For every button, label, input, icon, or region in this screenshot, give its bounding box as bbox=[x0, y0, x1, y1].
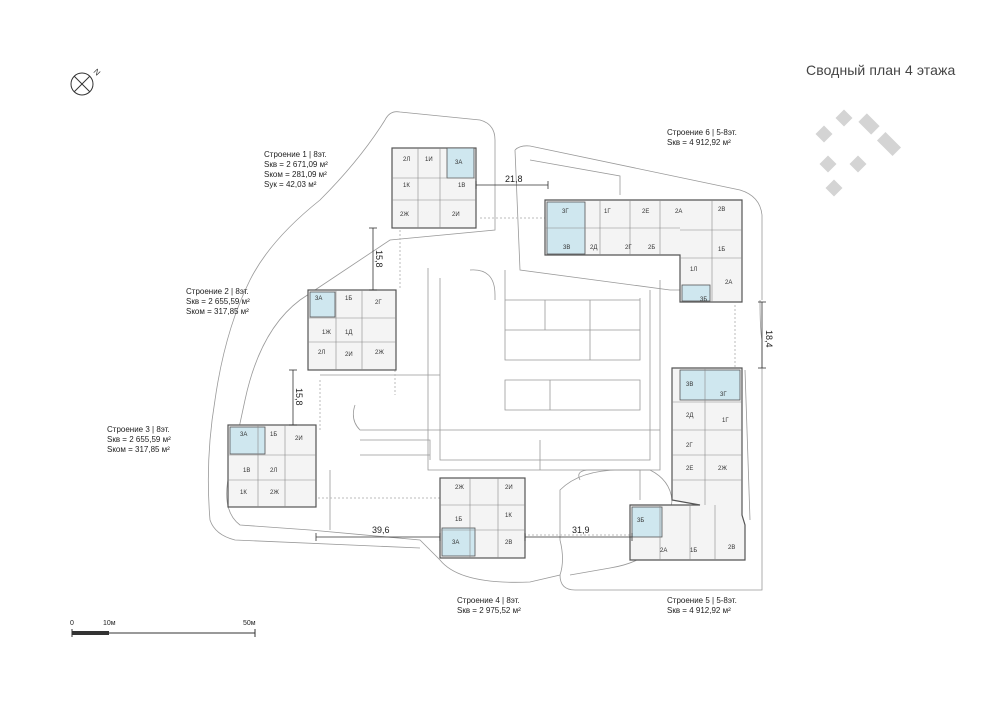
apartment-unit-label: 1Л bbox=[690, 267, 698, 273]
apartment-unit-label: 2И bbox=[295, 436, 303, 442]
apartment-unit-label: 1Ж bbox=[322, 330, 331, 336]
building-4-label: Строение 4 | 8эт. Sкв = 2 975,52 м² bbox=[457, 596, 521, 615]
apartment-unit-label: 2Л bbox=[318, 350, 326, 356]
north-arrow-icon: N bbox=[70, 67, 103, 96]
scale-label: 0 bbox=[70, 620, 74, 627]
building-2-plan bbox=[307, 289, 397, 371]
building-3-label: Строение 3 | 8эт. Sкв = 2 655,59 м² Sком… bbox=[107, 425, 171, 454]
apartment-unit-label: 3А bbox=[240, 432, 248, 438]
apartment-unit-label: 1Б bbox=[345, 296, 353, 302]
apartment-unit-label: 3Б bbox=[637, 518, 645, 524]
apartment-unit-label: 3В bbox=[563, 245, 571, 251]
apartment-unit-label: 2А bbox=[660, 548, 668, 554]
north-letter: N bbox=[92, 67, 103, 78]
apartment-unit-label: 2Ж bbox=[455, 485, 464, 491]
dimension-label: 18,4 bbox=[764, 330, 774, 348]
building-5-plan bbox=[629, 367, 746, 561]
apartment-unit-label: 1Б bbox=[690, 548, 698, 554]
apartment-unit-label: 1К bbox=[240, 490, 247, 496]
dimension-label: 31,9 bbox=[572, 525, 590, 535]
building-6-label: Строение 6 | 5-8эт. Sкв = 4 912,92 м² bbox=[667, 128, 737, 147]
scale-label: 10м bbox=[103, 620, 116, 627]
apartment-unit-label: 2Ж bbox=[400, 212, 409, 218]
building-1-label: Строение 1 | 8эт. Sкв = 2 671,09 м² Sком… bbox=[264, 150, 328, 189]
dimension-label: 15,8 bbox=[374, 250, 384, 268]
apartment-unit-label: 1Б bbox=[718, 247, 726, 253]
key-plan-icon bbox=[815, 109, 902, 197]
dimension-label: 21,8 bbox=[505, 174, 523, 184]
apartment-unit-label: 3Б bbox=[700, 297, 708, 303]
apartment-unit-label: 2Ж bbox=[718, 466, 727, 472]
apartment-unit-label: 2Е bbox=[642, 209, 650, 215]
apartment-unit-label: 2Е bbox=[686, 466, 694, 472]
apartment-unit-label: 1В bbox=[243, 468, 251, 474]
apartment-unit-label: 1Г bbox=[604, 209, 611, 215]
dimension-label: 39,6 bbox=[372, 525, 390, 535]
apartment-unit-label: 2Ж bbox=[375, 350, 384, 356]
building-2-label: Строение 2 | 8эт. Sкв = 2 655,59 м² Sком… bbox=[186, 287, 250, 316]
apartment-unit-label: 3А bbox=[452, 540, 460, 546]
apartment-unit-label: 1И bbox=[425, 157, 433, 163]
building-3-plan bbox=[227, 424, 317, 508]
site-outline bbox=[207, 111, 763, 591]
apartment-unit-label: 2А bbox=[725, 280, 733, 286]
apartment-unit-label: 1В bbox=[458, 183, 466, 189]
apartment-unit-label: 2Г bbox=[625, 245, 632, 251]
scale-label: 50м bbox=[243, 620, 256, 627]
apartment-unit-label: 2Л bbox=[270, 468, 278, 474]
apartment-unit-label: 3А bbox=[455, 160, 463, 166]
building-footprints bbox=[227, 147, 746, 561]
apartment-unit-label: 2И bbox=[345, 352, 353, 358]
apartment-unit-label: 1К bbox=[505, 513, 512, 519]
apartment-unit-label: 1Б bbox=[455, 517, 463, 523]
apartment-unit-label: 2В bbox=[728, 545, 736, 551]
walkways bbox=[318, 217, 736, 536]
apartment-unit-label: 2Л bbox=[403, 157, 411, 163]
apartment-unit-label: 1Д bbox=[345, 330, 353, 336]
page-title: Сводный план 4 этажа bbox=[806, 62, 956, 78]
apartment-unit-label: 2Г bbox=[375, 300, 382, 306]
apartment-unit-label: 2Д bbox=[686, 413, 694, 419]
apartment-unit-label: 3В bbox=[686, 382, 694, 388]
dimension-label: 15,8 bbox=[294, 388, 304, 406]
apartment-unit-label: 2А bbox=[675, 209, 683, 215]
building-5-label: Строение 5 | 5-8эт. Sкв = 4 912,92 м² bbox=[667, 596, 737, 615]
apartment-unit-label: 2В bbox=[718, 207, 726, 213]
dimension-lines bbox=[289, 181, 766, 541]
apartment-unit-label: 2Г bbox=[686, 443, 693, 449]
apartment-unit-label: 2Б bbox=[648, 245, 656, 251]
building-1-plan bbox=[391, 147, 477, 229]
apartment-unit-label: 3Г bbox=[562, 209, 569, 215]
apartment-unit-label: 2И bbox=[452, 212, 460, 218]
apartment-unit-label: 2Ж bbox=[270, 490, 279, 496]
apartment-unit-label: 2В bbox=[505, 540, 513, 546]
apartment-unit-label: 1Г bbox=[722, 418, 729, 424]
building-4-plan bbox=[439, 477, 526, 559]
apartment-unit-label: 3А bbox=[315, 296, 323, 302]
scale-bar bbox=[71, 629, 256, 637]
apartment-unit-label: 1Б bbox=[270, 432, 278, 438]
apartment-unit-label: 2И bbox=[505, 485, 513, 491]
building-6-plan bbox=[544, 199, 743, 303]
apartment-unit-label: 1К bbox=[403, 183, 410, 189]
apartment-unit-label: 3Г bbox=[720, 392, 727, 398]
apartment-unit-label: 2Д bbox=[590, 245, 598, 251]
